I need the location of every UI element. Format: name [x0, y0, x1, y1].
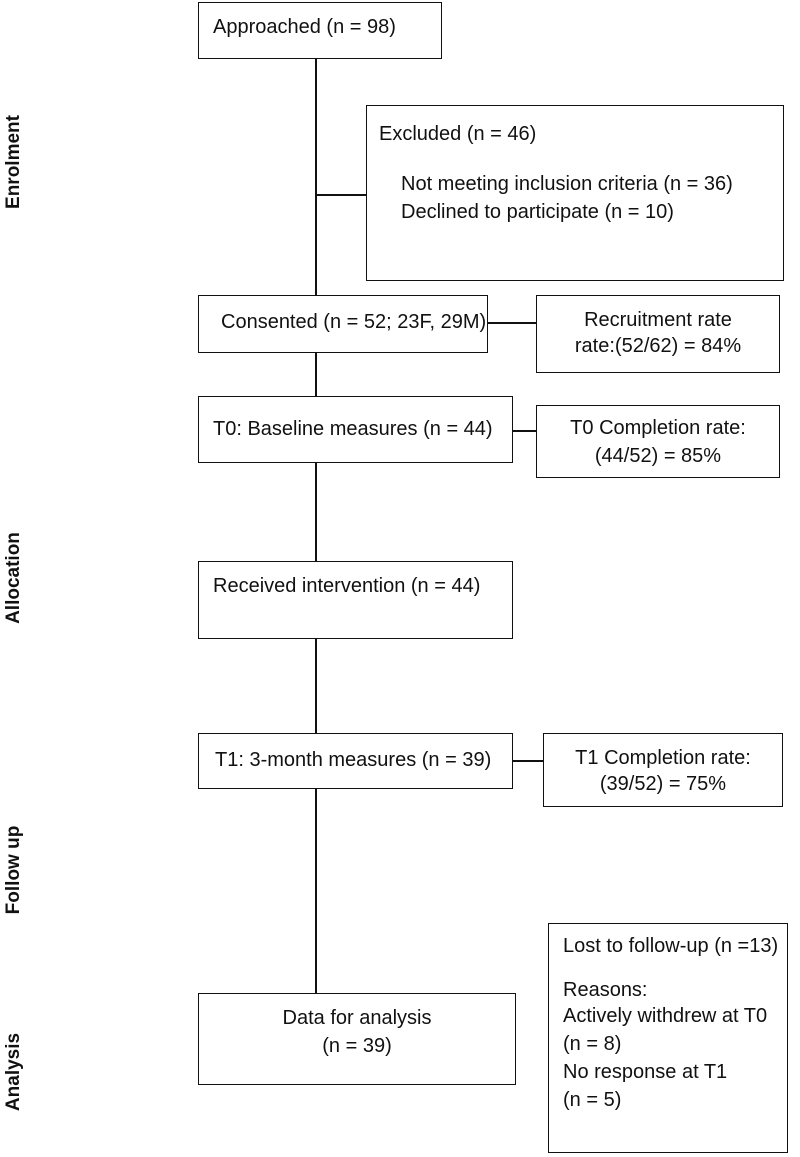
lost-reason-no-response: No response at T1: [563, 1061, 728, 1083]
connector-three-month-analysis: [315, 788, 317, 993]
excluded-reason-declined: Declined to participate (n = 10): [401, 201, 674, 223]
lost-reason-withdrew: Actively withdrew at T0: [563, 1005, 768, 1027]
baseline-measures-box: T0: Baseline measures (n = 44): [198, 396, 513, 463]
excluded-box: Excluded (n = 46) Not meeting inclusion …: [366, 105, 784, 281]
t1-completion-label: T1 Completion rate:: [575, 747, 751, 769]
excluded-title: Excluded (n = 46): [379, 123, 537, 145]
lost-to-follow-up-title: Lost to follow-up (n =13): [563, 935, 779, 957]
connector-baseline-t0-completion: [512, 430, 536, 432]
baseline-measures-text: T0: Baseline measures (n = 44): [213, 418, 493, 440]
stage-label-enrolment: Enrolment: [3, 115, 24, 209]
stage-label-follow-up: Follow up: [3, 825, 24, 915]
t0-completion-box: T0 Completion rate: (44/52) = 85%: [536, 405, 780, 478]
recruitment-rate-box: Recruitment rate rate:(52/62) = 84%: [536, 295, 780, 373]
connector-approached-consented: [315, 58, 317, 295]
excluded-reason-not-meeting-criteria: Not meeting inclusion criteria (n = 36): [401, 173, 733, 195]
connector-baseline-intervention: [315, 463, 317, 561]
t1-completion-box: T1 Completion rate: (39/52) = 75%: [543, 733, 783, 807]
lost-reason-withdrew-count: (n = 8): [563, 1033, 622, 1055]
connector-to-excluded: [315, 194, 367, 196]
connector-consented-recruitment: [487, 322, 537, 324]
t0-completion-label: T0 Completion rate:: [570, 417, 746, 439]
stage-label-analysis: Analysis: [3, 1032, 24, 1112]
recruitment-rate-value: rate:(52/62) = 84%: [574, 335, 742, 357]
t1-completion-value: (39/52) = 75%: [599, 773, 727, 795]
consented-box: Consented (n = 52; 23F, 29M): [198, 295, 488, 353]
connector-intervention-three-month: [315, 638, 317, 733]
three-month-measures-box: T1: 3-month measures (n = 39): [198, 733, 513, 789]
approached-box: Approached (n = 98): [198, 2, 442, 59]
data-for-analysis-label: Data for analysis: [282, 1007, 432, 1029]
consented-text: Consented (n = 52; 23F, 29M): [221, 311, 487, 333]
intervention-text: Received intervention (n = 44): [213, 575, 481, 597]
data-for-analysis-count: (n = 39): [322, 1035, 392, 1057]
data-for-analysis-box: Data for analysis (n = 39): [198, 993, 516, 1085]
t0-completion-value: (44/52) = 85%: [594, 445, 722, 467]
lost-reasons-label: Reasons:: [563, 979, 648, 1001]
connector-consented-baseline: [315, 352, 317, 396]
three-month-measures-text: T1: 3-month measures (n = 39): [215, 749, 492, 771]
lost-reason-no-response-count: (n = 5): [563, 1089, 622, 1111]
connector-three-month-t1-completion: [512, 760, 544, 762]
intervention-box: Received intervention (n = 44): [198, 561, 513, 639]
approached-text: Approached (n = 98): [213, 16, 396, 38]
stage-label-allocation: Allocation: [3, 532, 24, 624]
recruitment-rate-label: Recruitment rate: [584, 309, 732, 331]
lost-to-follow-up-box: Lost to follow-up (n =13) Reasons: Activ…: [548, 923, 788, 1153]
